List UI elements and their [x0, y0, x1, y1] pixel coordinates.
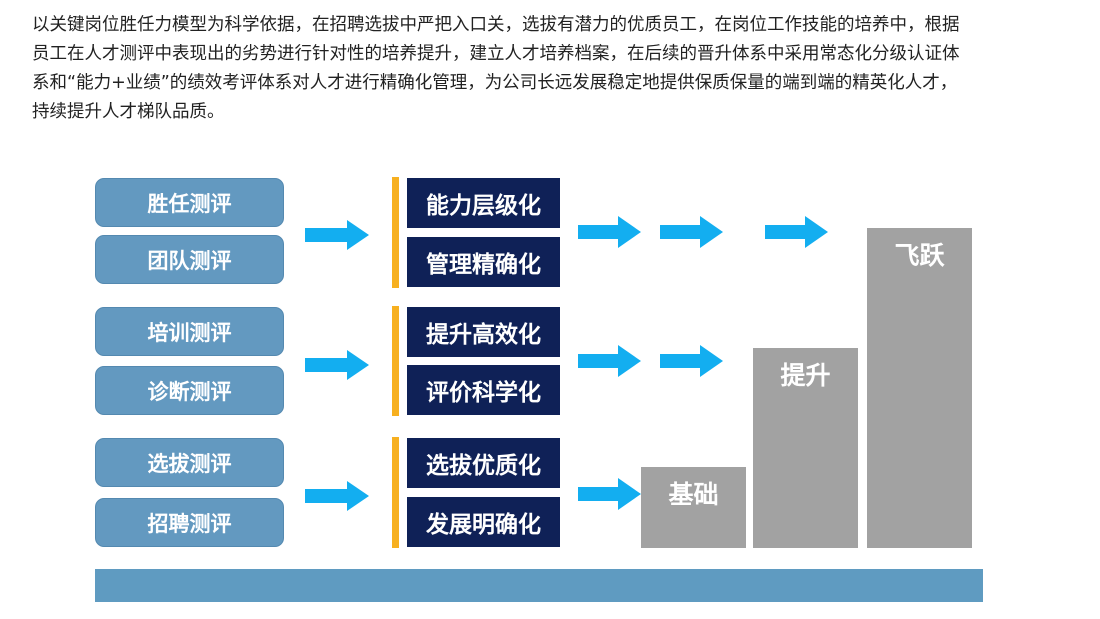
- outcome-ability-leveling: 能力层级化: [407, 178, 560, 228]
- assessment-team: 团队测评: [95, 235, 284, 284]
- base-bar: [95, 569, 983, 602]
- stair-foundation: 基础: [641, 467, 746, 548]
- intro-line: 以关键岗位胜任力模型为科学依据，在招聘选拔中严把入口关，选拔有潜力的优质员工，在…: [32, 15, 960, 35]
- outcome-quality-selection: 选拔优质化: [407, 438, 560, 488]
- outcome-efficiency: 提升高效化: [407, 307, 560, 357]
- outcome-clear-development: 发展明确化: [407, 497, 560, 547]
- assessment-training: 培训测评: [95, 307, 284, 356]
- arrow-right-icon: [578, 216, 641, 248]
- arrow-right-icon: [578, 478, 641, 510]
- assessment-diagnosis: 诊断测评: [95, 366, 284, 415]
- stair-improvement: 提升: [753, 348, 858, 548]
- accent-bar: [392, 437, 399, 548]
- arrow-right-icon: [660, 216, 723, 248]
- assessment-competency: 胜任测评: [95, 178, 284, 227]
- assessment-selection: 选拔测评: [95, 438, 284, 487]
- intro-line: 持续提升人才梯队品质。: [32, 102, 225, 122]
- arrow-right-icon: [578, 345, 641, 377]
- arrow-right-icon: [305, 481, 369, 511]
- arrow-right-icon: [305, 350, 369, 380]
- intro-line: 员工在人才测评中表现出的劣势进行针对性的培养提升，建立人才培养档案，在后续的晋升…: [32, 44, 960, 64]
- accent-bar: [392, 177, 399, 288]
- intro-line: 系和“能力+业绩”的绩效考评体系对人才进行精确化管理，为公司长远发展稳定地提供保…: [32, 73, 958, 93]
- arrow-right-icon: [305, 220, 369, 250]
- arrow-right-icon: [660, 345, 723, 377]
- stair-leap: 飞跃: [867, 228, 972, 548]
- outcome-scientific-evaluation: 评价科学化: [407, 365, 560, 415]
- assessment-recruitment: 招聘测评: [95, 498, 284, 547]
- accent-bar: [392, 306, 399, 416]
- arrow-right-icon: [765, 216, 828, 248]
- intro-paragraph: 以关键岗位胜任力模型为科学依据，在招聘选拔中严把入口关，选拔有潜力的优质员工，在…: [32, 11, 1052, 127]
- outcome-precise-management: 管理精确化: [407, 237, 560, 287]
